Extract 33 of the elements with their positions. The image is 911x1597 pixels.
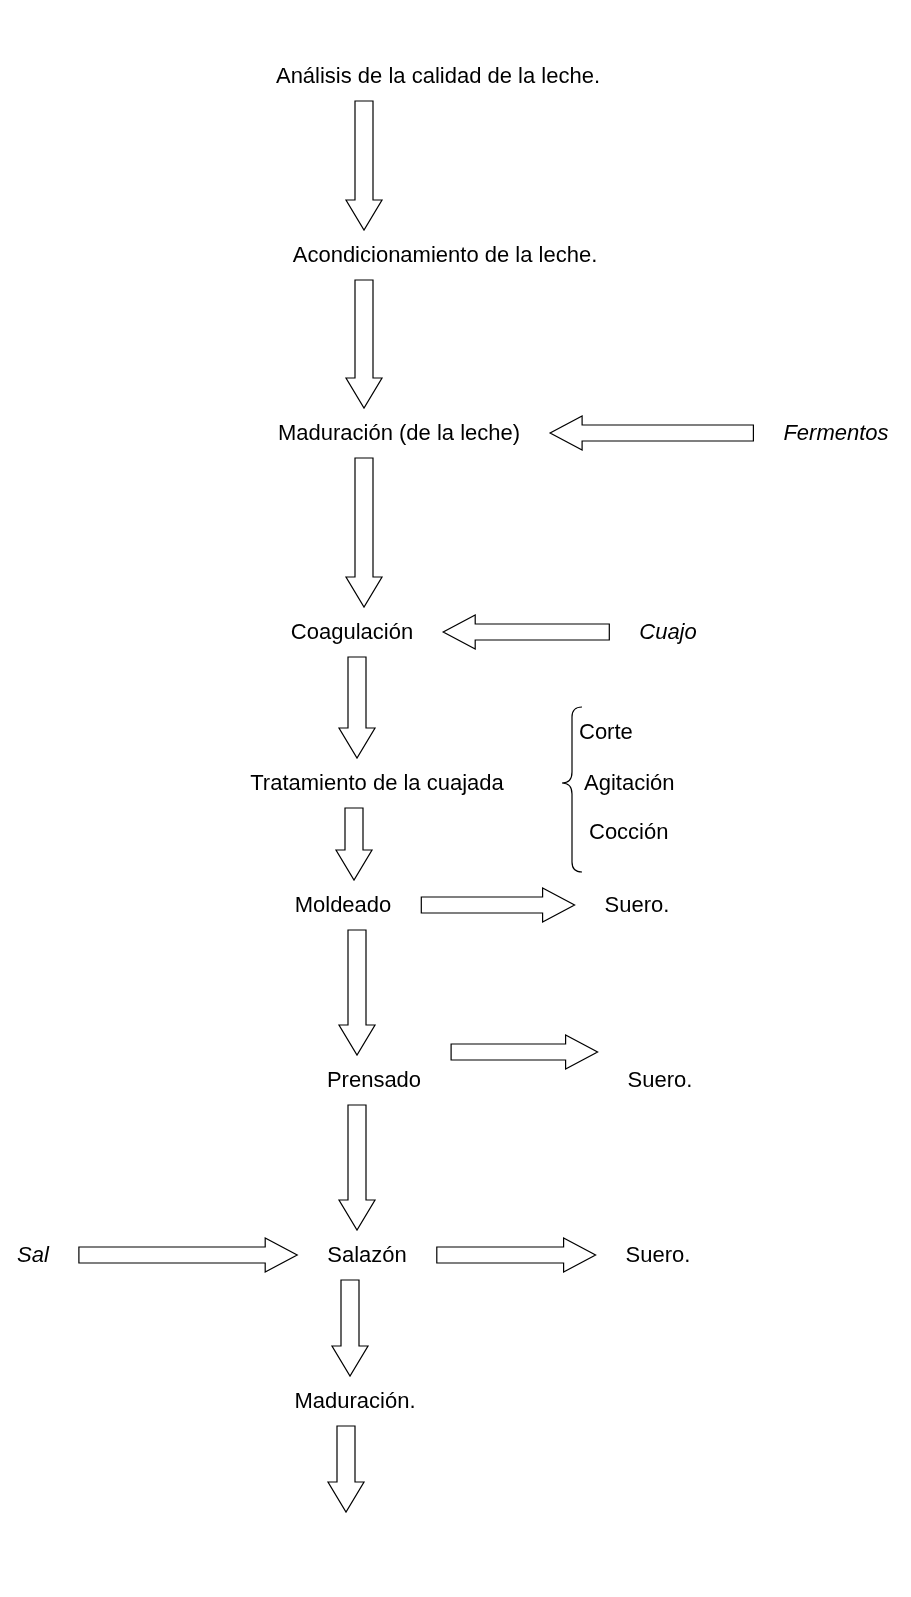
step-note: Corte	[579, 719, 633, 745]
block-arrow	[436, 1237, 597, 1273]
step-text: Acondicionamiento de la leche.	[292, 242, 598, 268]
step-text: Cuajo	[639, 619, 697, 645]
step-text: Salazón	[327, 1242, 407, 1268]
step-text: Fermentos	[783, 420, 889, 446]
block-arrow	[450, 1034, 599, 1070]
block-arrow	[441, 614, 610, 650]
step-note: Agitación	[584, 770, 675, 796]
step-text: Prensado	[326, 1067, 422, 1093]
block-arrow	[326, 1425, 366, 1514]
step-text: Maduración.	[294, 1388, 416, 1414]
step-text: Tratamiento de la cuajada	[250, 770, 504, 796]
step-text: Maduración (de la leche)	[277, 420, 521, 446]
block-arrow	[337, 929, 377, 1057]
step-text: Suero.	[625, 1242, 691, 1268]
block-arrow	[78, 1237, 299, 1273]
step-text: Coagulación	[290, 619, 414, 645]
block-arrow	[337, 656, 377, 760]
block-arrow	[344, 457, 384, 609]
step-note: Cocción	[589, 819, 669, 845]
step-text: Moldeado	[294, 892, 392, 918]
block-arrow	[344, 100, 384, 232]
step-text: Suero.	[627, 1067, 693, 1093]
block-arrow	[344, 279, 384, 410]
block-arrow	[330, 1279, 370, 1378]
step-text: Análisis de la calidad de la leche.	[275, 63, 601, 89]
block-arrow	[334, 807, 374, 882]
block-arrow	[337, 1104, 377, 1232]
step-text: Suero.	[604, 892, 670, 918]
step-text: Sal	[17, 1242, 49, 1268]
block-arrow	[420, 887, 576, 923]
block-arrow	[548, 415, 754, 451]
